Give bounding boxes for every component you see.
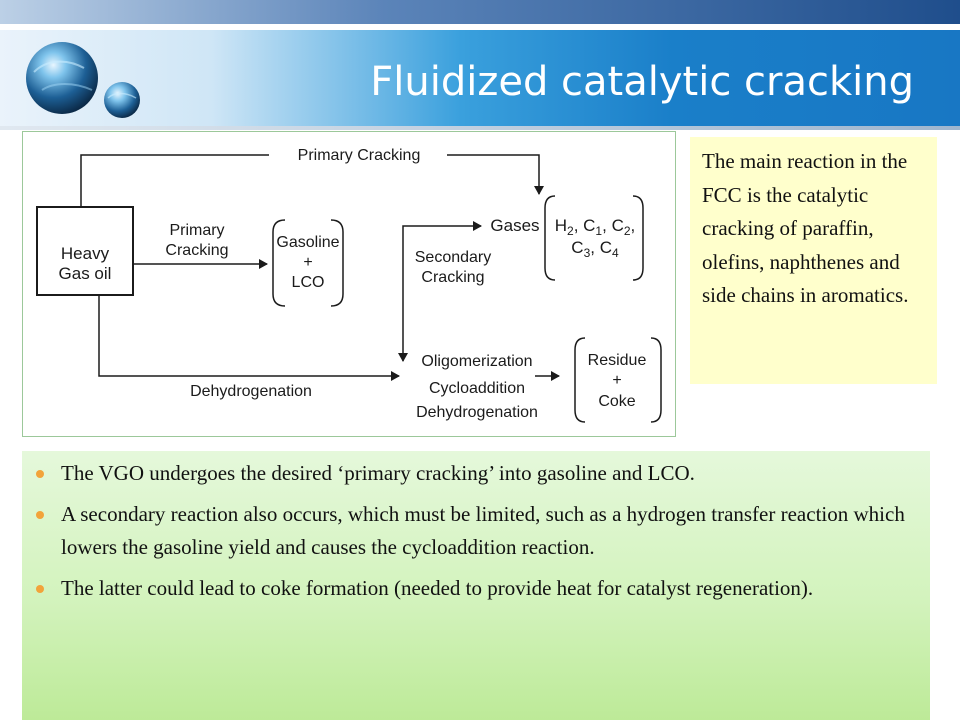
- residue-label-line3: Coke: [598, 393, 635, 410]
- side-note: The main reaction in the FCC is the cata…: [690, 137, 937, 384]
- diagram-canvas: Heavy Gas oil Primary Cracking Primary C…: [36, 147, 662, 423]
- bullet-item: The VGO undergoes the desired ‘primary c…: [36, 457, 918, 490]
- product-bracket-right: [330, 219, 344, 307]
- header-top-band: [0, 0, 960, 24]
- reaction-oligomerization: Oligomerization: [421, 353, 532, 370]
- primary-label-line2: Cracking: [165, 242, 228, 259]
- product-bracket-left: [272, 219, 286, 307]
- top-path-line: [80, 154, 269, 207]
- product-label-line3: LCO: [292, 274, 325, 291]
- side-note-text: The main reaction in the FCC is the cata…: [702, 149, 909, 307]
- gas-c4-base: C: [600, 238, 612, 257]
- bottom-path-label: Dehydrogenation: [190, 383, 312, 400]
- residue-label-line2: +: [612, 372, 621, 389]
- gas-h2-sub: 2: [567, 224, 574, 238]
- residue-bracket-left: [574, 337, 586, 423]
- gases-formula-row2: C3, C4: [571, 238, 619, 260]
- gas-c2-base: C: [612, 216, 624, 235]
- top-path-arrow: [447, 154, 544, 195]
- gas-c3-base: C: [571, 238, 583, 257]
- bullet-dot-icon: [36, 511, 44, 519]
- top-path-label: Primary Cracking: [298, 147, 421, 164]
- secondary-label-line2: Cracking: [421, 269, 484, 286]
- bullet-text: The latter could lead to coke formation …: [61, 576, 814, 600]
- residue-bracket-right: [650, 337, 662, 423]
- globe-logo-icon: [26, 42, 140, 118]
- gases-bracket-left: [544, 195, 556, 281]
- title-band: [0, 30, 960, 126]
- bullet-text: A secondary reaction also occurs, which …: [61, 502, 905, 559]
- gas-h2-base: H: [555, 216, 567, 235]
- bullet-item: A secondary reaction also occurs, which …: [36, 498, 918, 564]
- gas-c2-sub: 2: [624, 224, 631, 238]
- gas-c2-sep: ,: [631, 216, 636, 235]
- feed-label-line2: Gas oil: [59, 264, 112, 283]
- secondary-gases-arrow: [402, 221, 482, 236]
- bullet-list: The VGO undergoes the desired ‘primary c…: [36, 457, 918, 605]
- gases-label: Gases: [490, 216, 539, 235]
- reaction-pathway-diagram: Heavy Gas oil Primary Cracking Primary C…: [22, 131, 676, 437]
- reaction-cycloaddition: Cycloaddition: [429, 380, 525, 397]
- gases-bracket-right: [632, 195, 644, 281]
- gas-c1-base: C: [583, 216, 595, 235]
- secondary-label-line1: Secondary: [415, 249, 492, 266]
- gas-h2-sep: ,: [574, 216, 583, 235]
- gas-c3-sub: 3: [584, 246, 591, 260]
- bullet-dot-icon: [36, 470, 44, 478]
- bullet-item: The latter could lead to coke formation …: [36, 572, 918, 605]
- gas-c1-sep: ,: [602, 216, 611, 235]
- reaction-dehydrogenation: Dehydrogenation: [416, 404, 538, 421]
- title-band-edge: [0, 126, 960, 130]
- header-divider: [0, 24, 960, 30]
- bullet-dot-icon: [36, 585, 44, 593]
- gas-c1-sub: 1: [595, 224, 602, 238]
- gas-c3-sep: ,: [590, 238, 599, 257]
- gases-formula-row1: H2, C1, C2,: [555, 216, 636, 238]
- bottom-path-arrow: [98, 295, 400, 381]
- residue-label-line1: Residue: [588, 352, 647, 369]
- gas-c4-sub: 4: [612, 246, 619, 260]
- feed-label-line1: Heavy: [61, 244, 110, 263]
- bullet-panel: The VGO undergoes the desired ‘primary c…: [22, 451, 930, 720]
- slide-title: Fluidized catalytic cracking: [370, 59, 914, 105]
- product-label-line1: Gasoline: [276, 234, 339, 251]
- primary-label-line1: Primary: [169, 222, 224, 239]
- product-label-line2: +: [303, 254, 312, 271]
- bullet-text: The VGO undergoes the desired ‘primary c…: [61, 461, 695, 485]
- feed-box: [36, 206, 134, 296]
